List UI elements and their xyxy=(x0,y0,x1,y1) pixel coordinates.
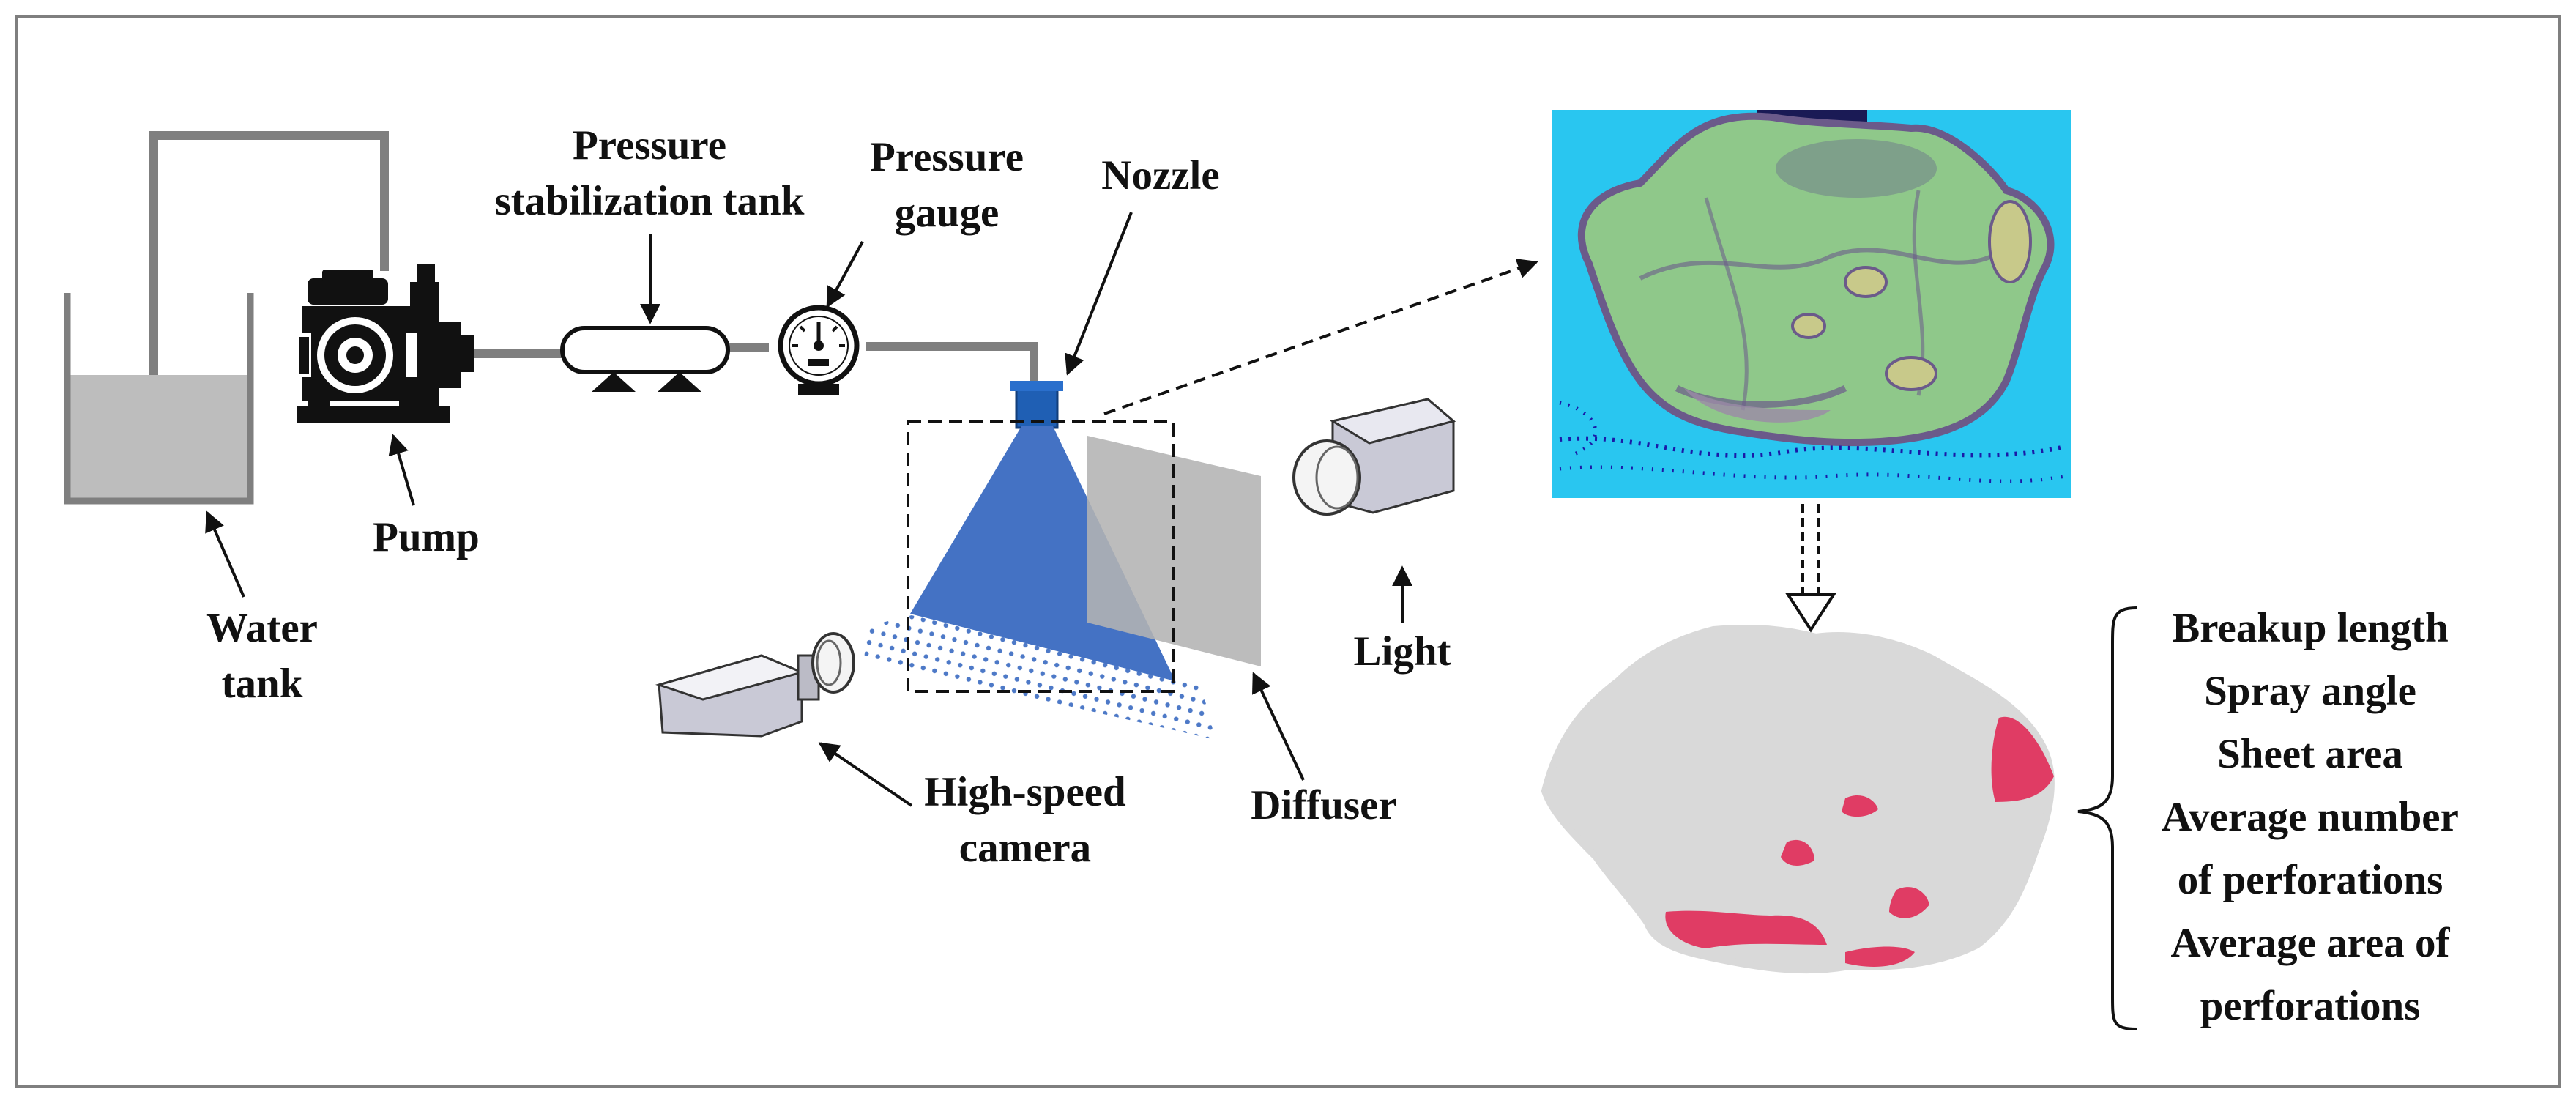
raw-spray-image xyxy=(1552,110,2071,498)
water-tank xyxy=(64,293,254,505)
outcome-brace xyxy=(2077,606,2137,1030)
label-stabilization-tank-2: stabilization tank xyxy=(495,178,805,224)
outcome-item: Sheet area xyxy=(2217,731,2403,777)
label-water-tank: Water xyxy=(206,605,318,651)
water-level xyxy=(70,375,249,499)
label-high-speed-camera-2: camera xyxy=(959,825,1091,871)
light-icon xyxy=(1292,398,1456,516)
outcome-item: Spray angle xyxy=(2204,668,2416,714)
label-stabilization-tank: Pressure xyxy=(573,122,726,168)
arrow-nozzle xyxy=(1065,212,1133,376)
perforation xyxy=(1845,946,1915,967)
outcome-item: Average number xyxy=(2162,794,2459,840)
figure-frame xyxy=(15,15,2561,1088)
label-nozzle: Nozzle xyxy=(1101,152,1219,198)
arrow-diffuser xyxy=(1252,672,1305,781)
perforation xyxy=(1842,795,1878,817)
arrow-pump xyxy=(388,434,415,506)
label-pressure-gauge: Pressure xyxy=(870,134,1024,180)
outcome-item: of perforations xyxy=(2178,857,2443,903)
roi-box xyxy=(907,420,1175,693)
label-diffuser: Diffuser xyxy=(1251,782,1396,828)
label-water-tank-2: tank xyxy=(222,661,303,707)
outcome-item: Average area of xyxy=(2171,920,2451,966)
label-pressure-gauge-2: gauge xyxy=(895,190,999,236)
perforation xyxy=(1781,839,1814,866)
pump xyxy=(297,264,474,423)
arrow-water-tank xyxy=(205,510,245,598)
main-pipe xyxy=(474,342,1038,381)
spray-droplets xyxy=(864,615,1216,740)
arrow-processing xyxy=(1785,504,1836,633)
arrow-pressure-gauge xyxy=(826,241,864,308)
high-speed-camera-icon xyxy=(655,632,855,738)
arrow-roi-to-image xyxy=(1103,259,1538,415)
perforation xyxy=(1665,910,1827,948)
outcome-item: perforations xyxy=(2200,983,2421,1029)
suction-pipe xyxy=(149,131,389,375)
label-high-speed-camera: High-speed xyxy=(924,769,1126,815)
perforation xyxy=(1991,716,2054,802)
stabilization-tank xyxy=(560,326,730,392)
perforation xyxy=(1889,887,1929,918)
label-pump: Pump xyxy=(373,514,480,560)
arrow-high-speed-camera xyxy=(818,742,913,807)
pressure-gauge-icon xyxy=(778,305,860,395)
binary-spray-image xyxy=(1541,625,2055,974)
outcome-item: Breakup length xyxy=(2172,605,2448,651)
label-light: Light xyxy=(1353,628,1451,675)
